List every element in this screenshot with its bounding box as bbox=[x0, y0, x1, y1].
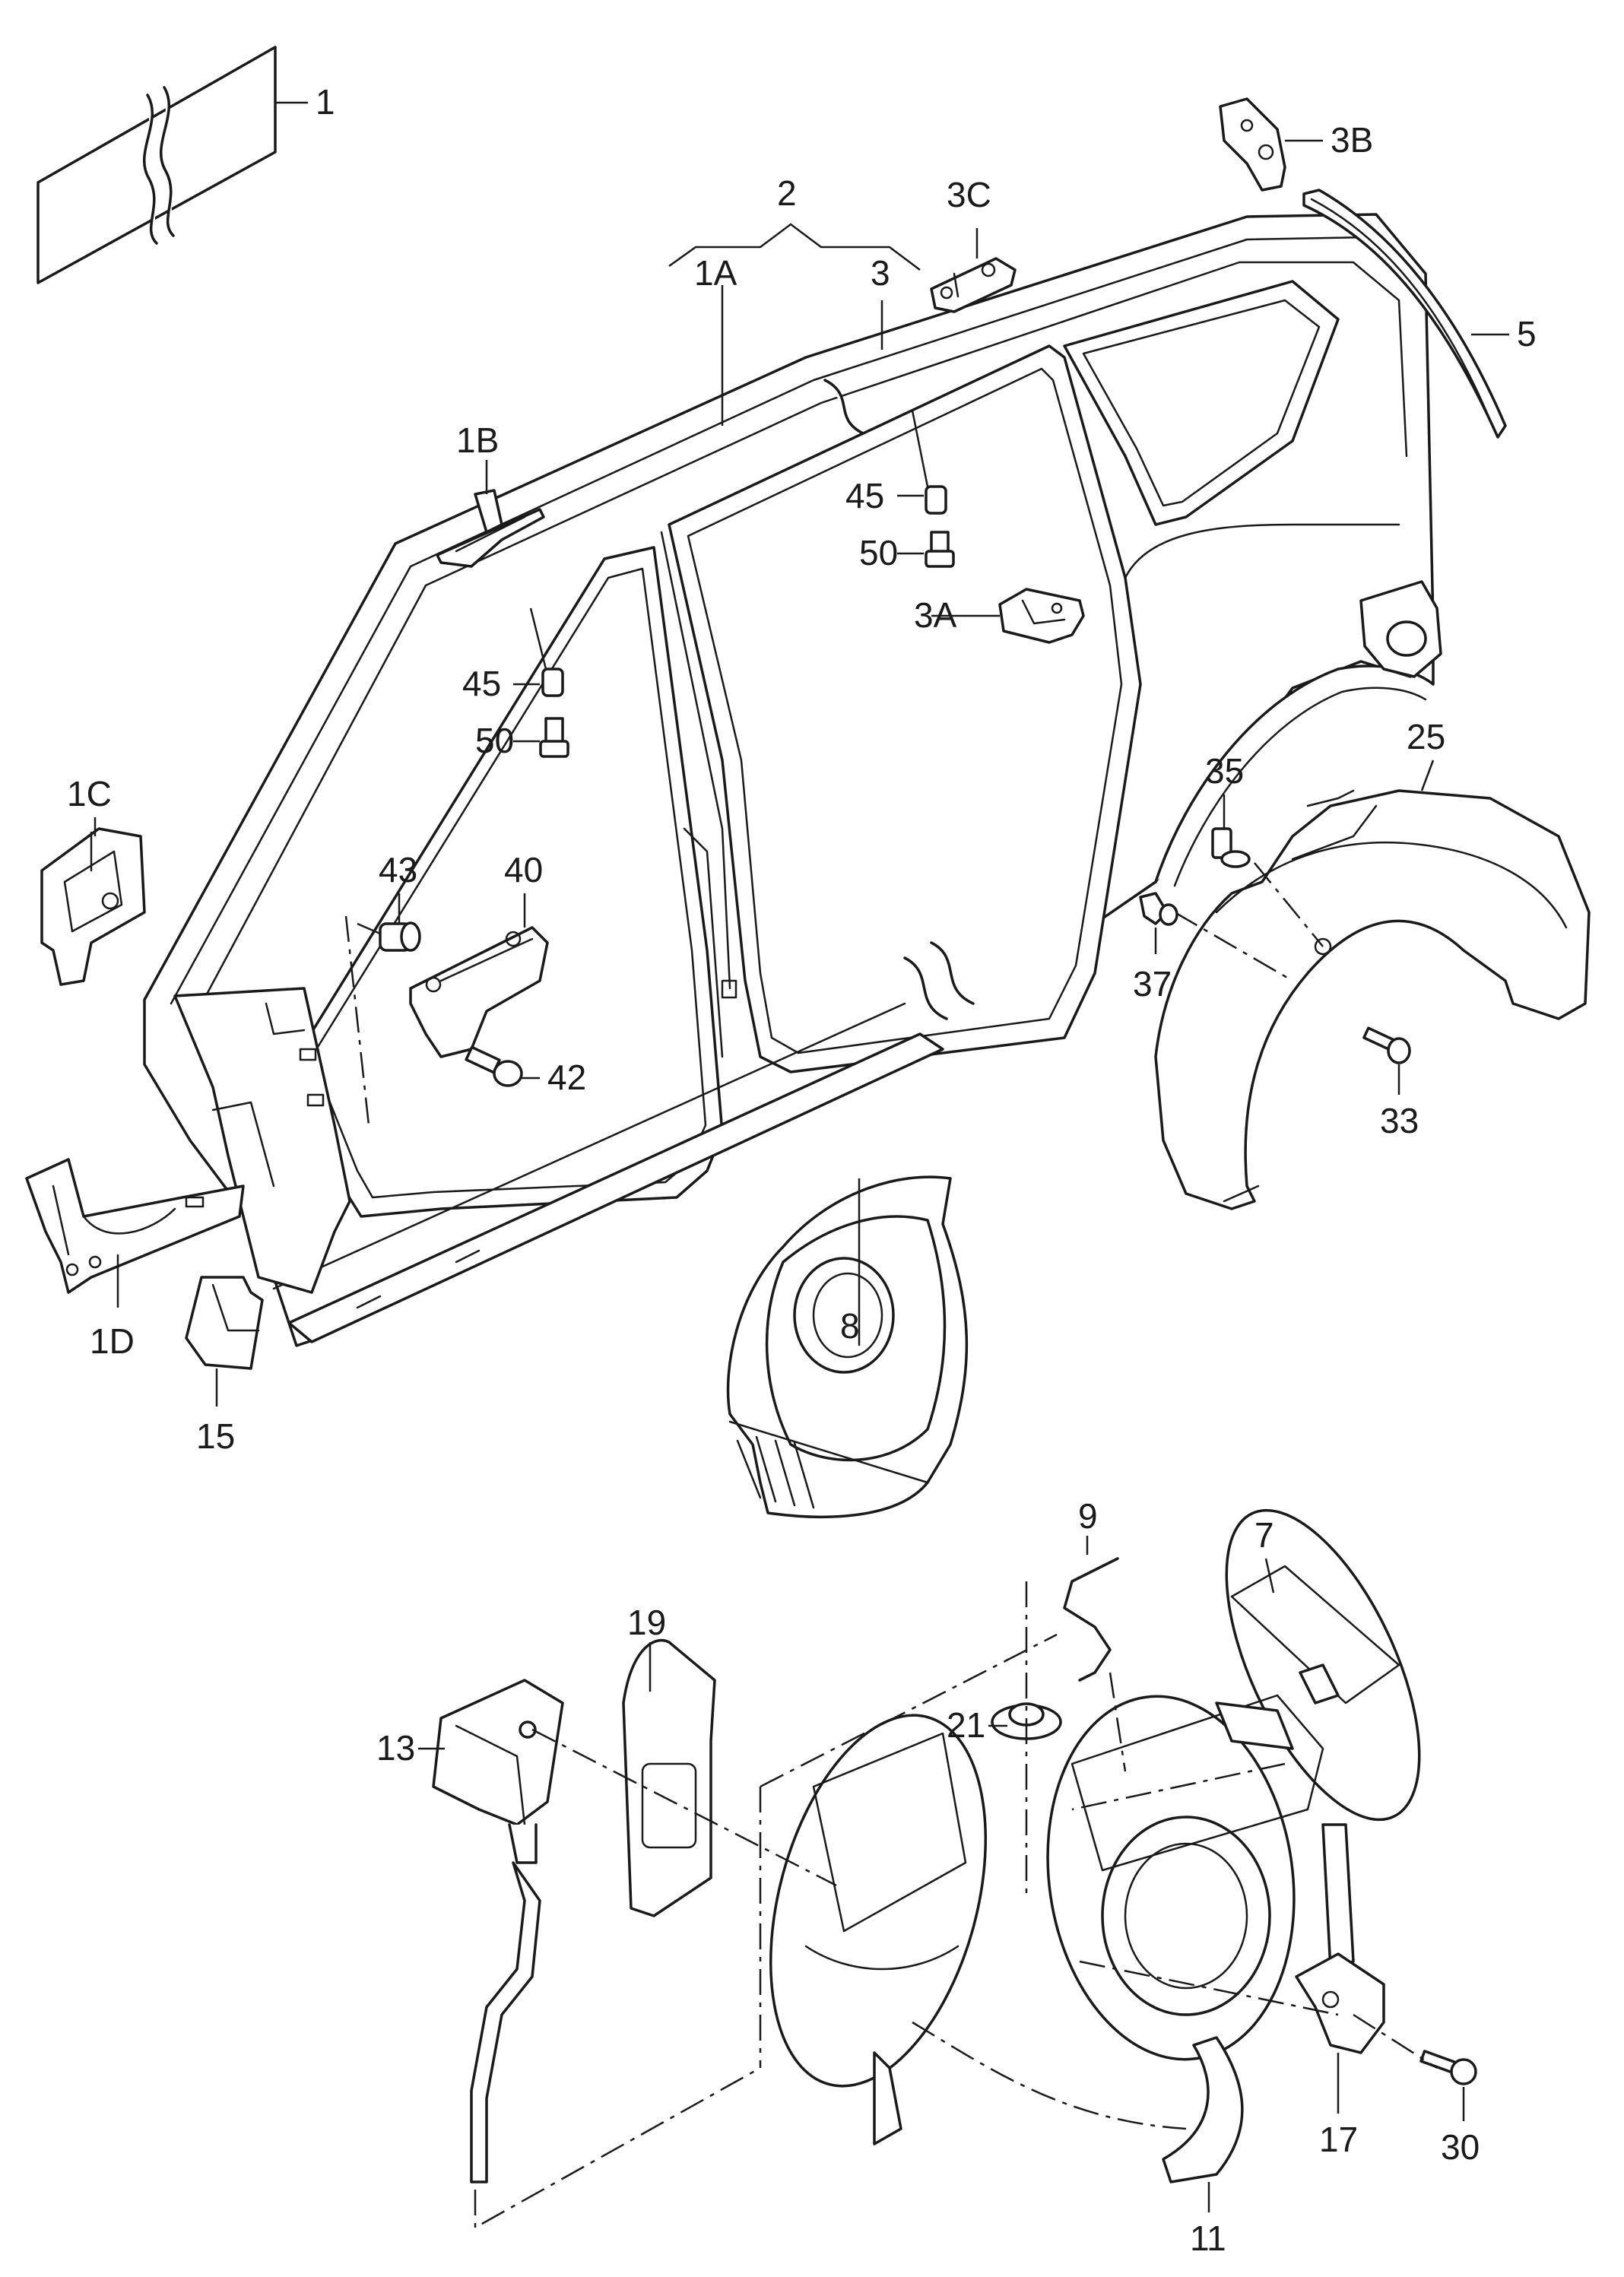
callout-37: 37 bbox=[1133, 964, 1172, 1004]
fuel-filler-body bbox=[1046, 1694, 1324, 2061]
callout-3A: 3A bbox=[914, 595, 957, 635]
part-1B-bracket bbox=[436, 489, 545, 568]
spring-guide bbox=[1109, 1672, 1127, 1772]
part-1D-bracket bbox=[25, 1158, 245, 1294]
part-25-wheelhouse-liner bbox=[1154, 789, 1591, 1210]
callout-9: 9 bbox=[1078, 1496, 1098, 1536]
callout-50-lower: 50 bbox=[475, 721, 514, 760]
part-3B-bracket bbox=[1219, 97, 1286, 192]
part-30-screw bbox=[1419, 2050, 1477, 2085]
part-25-guide bbox=[1174, 911, 1293, 982]
part-37-clip bbox=[1139, 892, 1178, 926]
part-1-panel bbox=[36, 46, 277, 284]
part-3A-bracket bbox=[998, 588, 1085, 644]
callout-45-upper: 45 bbox=[845, 476, 884, 515]
part-35-guide bbox=[1254, 862, 1324, 947]
part-17-bracket bbox=[1295, 1823, 1385, 2054]
part-15-bracket bbox=[185, 1276, 264, 1370]
part-13-actuator bbox=[432, 1679, 564, 2183]
callout-35: 35 bbox=[1205, 751, 1244, 791]
leader-lines bbox=[94, 101, 1509, 2212]
callout-3: 3 bbox=[871, 253, 890, 293]
part-19-gasket bbox=[622, 1638, 716, 1917]
part-50-bolt-lower bbox=[539, 717, 569, 758]
callout-1: 1 bbox=[316, 82, 335, 122]
actuator-guide bbox=[531, 1728, 837, 1887]
callout-13: 13 bbox=[376, 1728, 415, 1768]
callout-15: 15 bbox=[196, 1416, 235, 1456]
part-35-clip bbox=[1211, 827, 1251, 868]
part-43-guide bbox=[344, 915, 370, 1126]
part-40-bracket bbox=[409, 926, 549, 1058]
callout-5: 5 bbox=[1517, 314, 1537, 354]
callout-45-lower: 45 bbox=[462, 664, 501, 703]
callout-33: 33 bbox=[1380, 1101, 1419, 1140]
part-1C-bracket bbox=[40, 827, 146, 986]
callout-3C: 3C bbox=[947, 175, 991, 214]
callout-25: 25 bbox=[1407, 717, 1445, 756]
lower-guide-diagonal bbox=[760, 1633, 1058, 1788]
callout-30: 30 bbox=[1441, 2127, 1480, 2167]
callout-1A: 1A bbox=[694, 253, 737, 293]
fuel-filler-pocket bbox=[769, 1714, 988, 2145]
callout-21: 21 bbox=[947, 1705, 985, 1745]
part-11-hose bbox=[1162, 2036, 1244, 2183]
part-3C-bracket bbox=[930, 257, 1017, 313]
callout-42: 42 bbox=[547, 1058, 586, 1097]
callout-1B: 1B bbox=[456, 420, 499, 460]
callout-1C: 1C bbox=[67, 774, 112, 813]
hose-guide bbox=[912, 2021, 1187, 2130]
callout-1D: 1D bbox=[90, 1321, 135, 1361]
part-43-bracket-guide bbox=[357, 922, 381, 935]
part-5-strip bbox=[1302, 189, 1507, 439]
callout-19: 19 bbox=[627, 1603, 666, 1642]
callout-50-upper: 50 bbox=[859, 533, 898, 572]
callout-17: 17 bbox=[1319, 2120, 1358, 2159]
screw-guide bbox=[1353, 2013, 1438, 2069]
part-43-clip bbox=[379, 921, 421, 952]
callout-7: 7 bbox=[1254, 1515, 1274, 1555]
part-45-clip-upper bbox=[911, 410, 947, 515]
side-panel-assembly bbox=[143, 213, 1442, 1347]
callout-8: 8 bbox=[840, 1306, 860, 1346]
callout-40: 40 bbox=[504, 850, 543, 890]
callout-labels: 1 2 1A 3 3C 3B 5 1B 45 50 3A 45 50 25 35… bbox=[67, 82, 1537, 2258]
bracket-guide bbox=[1079, 1960, 1339, 2016]
part-9-spring bbox=[1063, 1557, 1119, 1682]
part-42-bolt bbox=[465, 1045, 523, 1087]
flap-guide bbox=[1071, 1762, 1286, 1811]
part-7-fuel-flap bbox=[1225, 1508, 1421, 1822]
part-8-fuel-filler-housing bbox=[726, 1175, 969, 1518]
callout-3B: 3B bbox=[1331, 120, 1373, 160]
callout-43: 43 bbox=[379, 850, 417, 890]
callout-11: 11 bbox=[1190, 2218, 1226, 2258]
part-33-screw bbox=[1362, 1026, 1411, 1064]
part-45-clip-lower bbox=[529, 607, 564, 697]
lower-guide-bottom bbox=[474, 2066, 761, 2230]
part-50-bolt-upper bbox=[925, 531, 955, 568]
callout-2: 2 bbox=[777, 173, 797, 213]
